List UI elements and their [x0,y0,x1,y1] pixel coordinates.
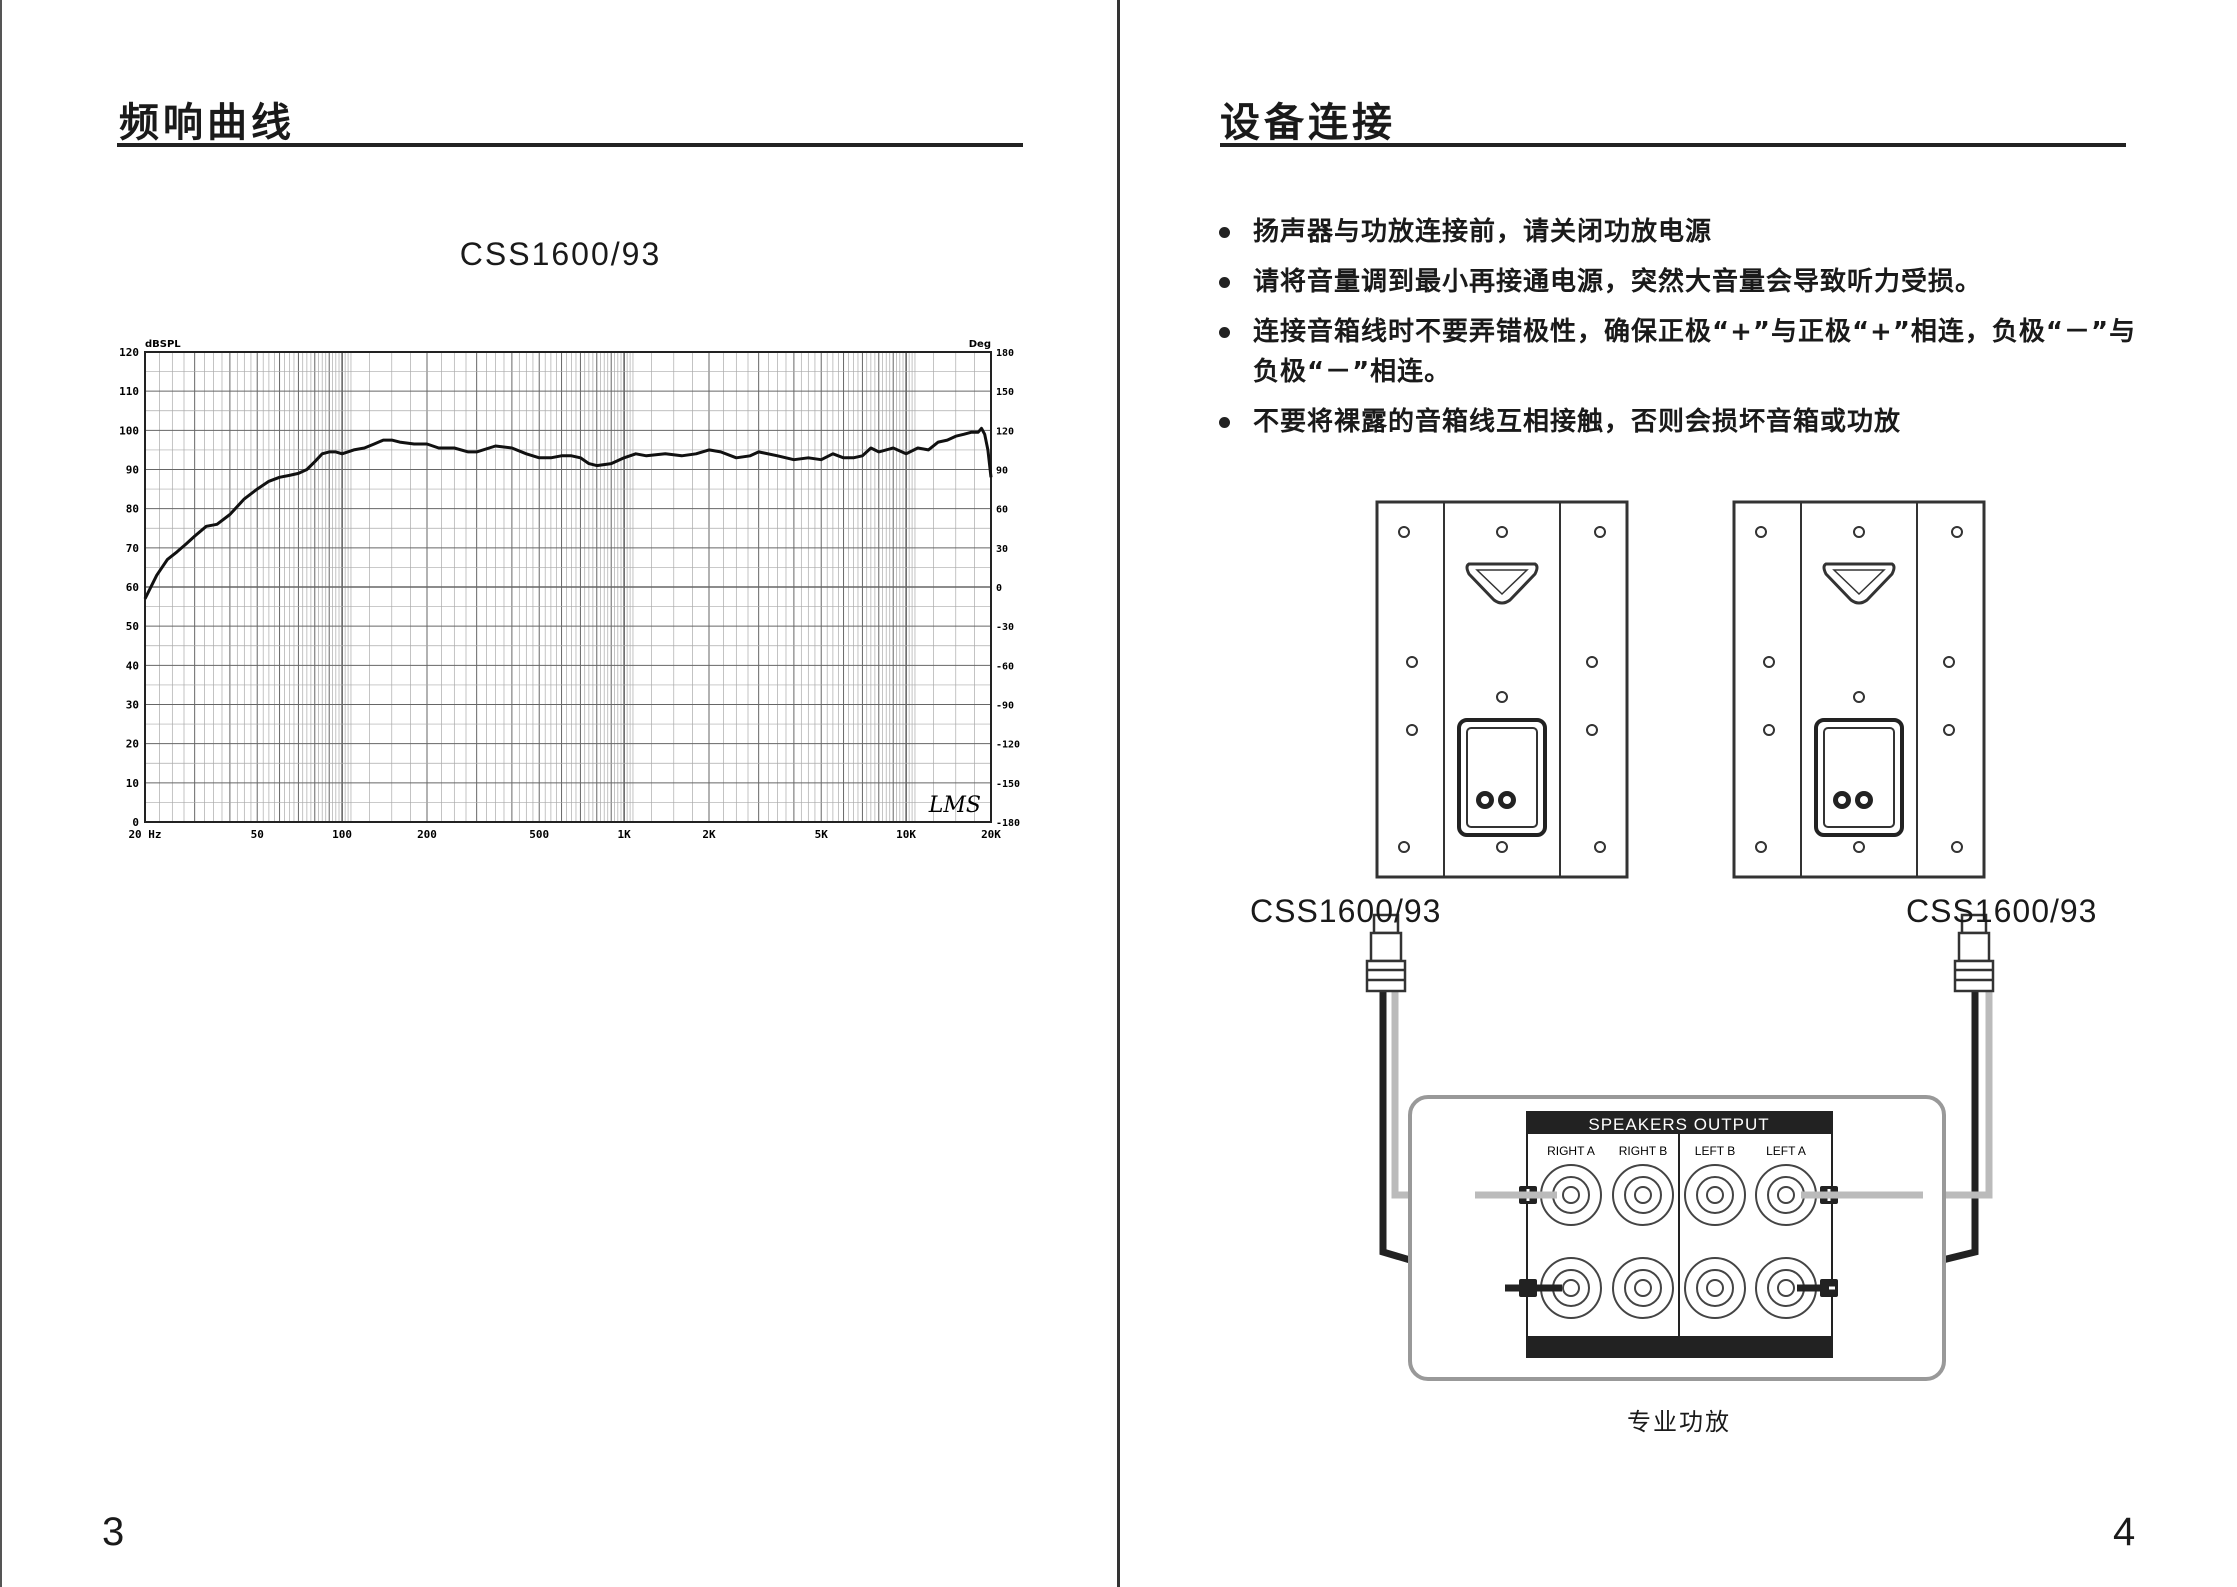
note-item: 扬声器与功放连接前，请关闭功放电源 [1213,212,2153,252]
note-text: 不要将裸露的音箱线互相接触，否则会损坏音箱或功放 [1253,407,1902,437]
speaker-left-label: CSS1600/93 [1250,893,1442,929]
bullet-icon [1219,227,1230,238]
x-tick-label: 50 [251,828,264,841]
speakon-plug-left-icon [1365,913,1407,993]
page-number: 3 [102,1510,125,1554]
y2-tick-label: 150 [996,387,1014,398]
y2-tick-label: -120 [996,740,1020,751]
note-text: 扬声器与功放连接前，请关闭功放电源 [1253,217,1713,247]
page-title: 设备连接 [1220,100,1396,146]
x-tick-label: 2K [702,828,716,841]
note-item: 不要将裸露的音箱线互相接触，否则会损坏音箱或功放 [1213,402,2153,442]
y2-tick-label: -90 [996,701,1014,712]
y-tick-label: 70 [126,542,139,555]
speaker-right-rear-panel [1732,500,1986,879]
y-tick-label: 0 [132,816,139,829]
page-title: 频响曲线 [119,100,295,146]
amplifier-caption: 专业功放 [1627,1408,1731,1436]
wiring-diagram: SPEAKERS OUTPUT RIGHT A RIGHT B LEFT B L… [1365,500,1995,1381]
amp-channel-label: LEFT A [1766,1144,1806,1158]
handle-icon [1822,562,1896,605]
y-tick-label: 100 [119,424,139,437]
speakon-plug-right-icon [1953,913,1995,993]
amp-channel-label: RIGHT A [1547,1144,1595,1158]
binding-post-icon [1540,1164,1817,1319]
y2-tick-label: -30 [996,622,1014,633]
y-tick-label: 10 [126,777,139,790]
chart-title: CSS1600/93 [459,236,662,272]
amp-channel-label: LEFT B [1695,1144,1735,1158]
y2-axis-label: Deg [969,339,991,350]
connection-notes: 扬声器与功放连接前，请关闭功放电源 请将音量调到最小再接通电源，突然大音量会导致… [1213,212,2153,452]
note-text: 请将音量调到最小再接通电源，突然大音量会导致听力受损。 [1253,267,1983,297]
x-tick-label: 500 [529,828,549,841]
x-tick-label: 100 [332,828,352,841]
y2-tick-label: 180 [996,348,1014,359]
x-tick-label: 200 [417,828,437,841]
y2-tick-label: -60 [996,661,1014,672]
lms-annotation: LMS [928,793,981,818]
amplifier-rear-panel: SPEAKERS OUTPUT RIGHT A RIGHT B LEFT B L… [1408,1095,1946,1381]
y-axis-label: dBSPL [145,339,181,350]
title-rule [1220,143,2126,147]
speaker-left-rear-panel [1375,500,1629,879]
x-tick-label: 20 Hz [128,828,161,841]
y2-tick-label: 120 [996,426,1014,437]
title-rule [117,143,1023,147]
response-curve [143,426,993,600]
y2-tick-label: -180 [996,818,1020,829]
bullet-icon [1219,327,1230,338]
y2-tick-label: 30 [996,544,1008,555]
handle-icon [1465,562,1539,605]
y-tick-label: 20 [126,738,139,751]
note-item: 请将音量调到最小再接通电源，突然大音量会导致听力受损。 [1213,262,2153,302]
y-tick-label: 50 [126,620,139,633]
amp-channel-label: RIGHT B [1619,1144,1667,1158]
bullet-icon [1219,417,1230,428]
x-tick-label: 1K [617,828,631,841]
speaker-right-label: CSS1600/93 [1906,893,2098,929]
y-tick-label: 40 [126,659,139,672]
bullet-icon [1219,277,1230,288]
x-tick-label: 10K [896,828,916,841]
y-tick-label: 120 [119,346,139,359]
y-tick-label: 110 [119,385,139,398]
y-tick-label: 60 [126,581,139,594]
y2-tick-label: 0 [996,583,1002,594]
y-tick-label: 90 [126,464,139,477]
y2-tick-label: -150 [996,779,1020,790]
page-number: 4 [2113,1510,2136,1554]
y-tick-label: 30 [126,699,139,712]
y2-tick-label: 90 [996,466,1008,477]
x-tick-label: 5K [815,828,829,841]
y2-tick-label: 60 [996,505,1008,516]
plot-frame [144,351,992,823]
x-tick-label: 20K [981,828,1001,841]
frequency-response-chart: 0 10 20 30 40 50 60 70 80 90 100 110 120 -180 -150 -120… [119,339,1020,841]
amp-panel-title: SPEAKERS OUTPUT [1588,1115,1769,1134]
right-page: 设备连接 4 [1117,0,2237,1587]
note-text: 连接音箱线时不要弄错极性，确保正极“+”与正极“+”相连，负极“－”与负极“－”… [1253,317,2137,387]
note-item: 连接音箱线时不要弄错极性，确保正极“+”与正极“+”相连，负极“－”与负极“－”… [1213,312,2153,392]
y-tick-label: 80 [126,503,139,516]
